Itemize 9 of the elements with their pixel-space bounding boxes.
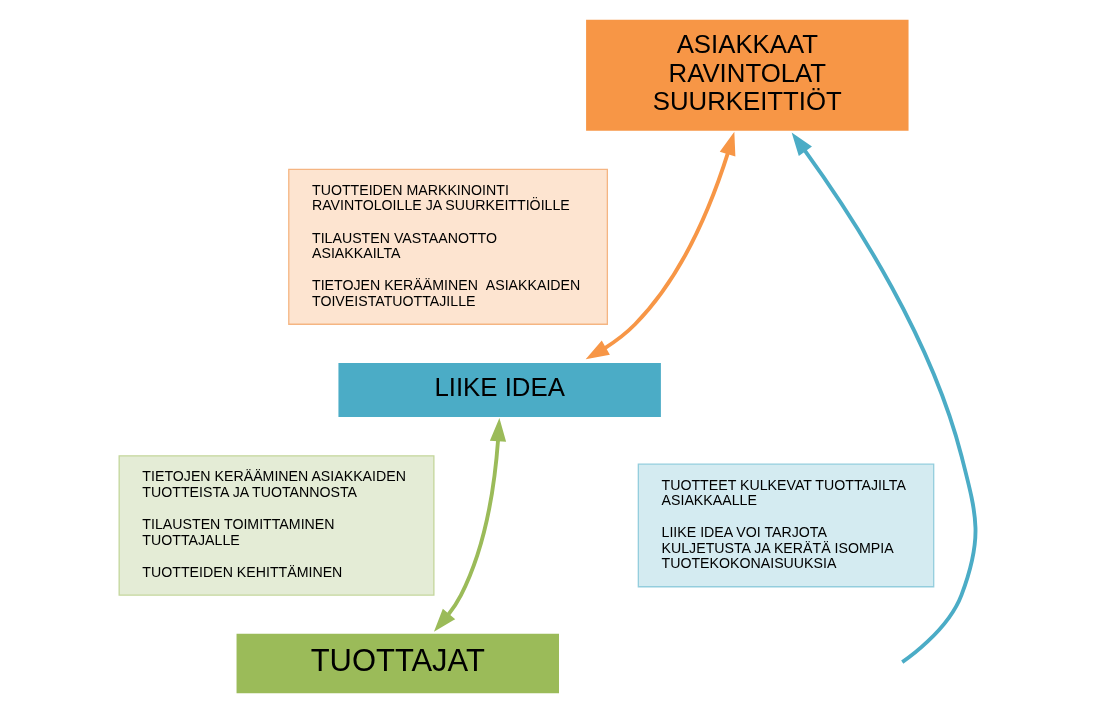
node-box: TUOTTEIDEN MARKKINOINTI RAVINTOLOILLE JA SUURKEITTIÖILLE TILAUSTEN VASTAANOTTO ASIAKKAILTA TIETOJEN KERÄÄMINEN ASIAKKAIDEN TOIVEISTATUOTTAJILLE bbox=[287, 168, 608, 325]
node-box: LIIKE IDEA bbox=[335, 360, 663, 420]
node-box: TIETOJEN KERÄÄMINEN ASIAKKAIDEN TUOTTEISTA JA TUOTANNOSTA TILAUSTEN TOIMITTAMINEN TUOTTAJALLE TUOTTEIDEN KEHITTÄMINEN bbox=[118, 455, 435, 596]
arrow bbox=[585, 131, 735, 360]
arrow bbox=[433, 418, 506, 632]
node-box: TUOTTEET KULKEVAT TUOTTAJILTA ASIAKKAALLE LIIKE IDEA VOI TARJOTA KULJETUSTA JA KERÄTÄ ISOMPIA TUOTEKOKONAISUUKSIA bbox=[637, 463, 934, 588]
node-box: TUOTTAJAT bbox=[233, 631, 562, 696]
arrow bbox=[791, 132, 977, 664]
node-box: ASIAKKAAT RAVINTOLAT SUURKEITTIÖT bbox=[583, 17, 911, 134]
